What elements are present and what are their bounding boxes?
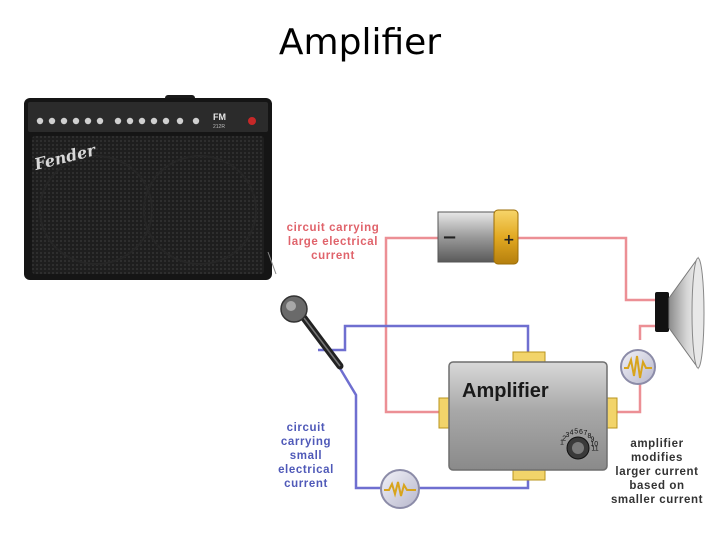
small-current-meter bbox=[380, 469, 420, 509]
svg-text:based on: based on bbox=[629, 480, 684, 492]
dial-number: 4 bbox=[570, 430, 574, 437]
amp-knobs bbox=[36, 117, 200, 125]
dial-number: 6 bbox=[579, 429, 583, 436]
dial-number: 1 bbox=[560, 440, 564, 447]
dial-number: 3 bbox=[566, 432, 570, 439]
amp-power-light bbox=[248, 117, 256, 125]
amplifier-box-label: Amplifier bbox=[462, 380, 549, 402]
dial-number: 10 bbox=[590, 441, 598, 448]
amp-model-sub-label: 212R bbox=[213, 124, 225, 130]
svg-text:amplifier: amplifier bbox=[630, 438, 683, 450]
microphone bbox=[280, 295, 344, 370]
dial-number: 11 bbox=[591, 446, 598, 453]
svg-text:current: current bbox=[311, 250, 355, 262]
guitar-amp-photo: FM 212R Fender bbox=[24, 95, 277, 280]
dial-number: 5 bbox=[574, 429, 578, 436]
amp-grill-cloth bbox=[32, 136, 264, 274]
svg-text:smaller current: smaller current bbox=[611, 494, 703, 506]
amp-control-panel bbox=[28, 102, 268, 132]
amp-model-label: FM bbox=[213, 112, 226, 122]
svg-text:modifies: modifies bbox=[631, 452, 683, 464]
svg-text:circuit: circuit bbox=[287, 422, 326, 434]
svg-text:circuit carrying: circuit carrying bbox=[287, 222, 380, 234]
dial-number: 8 bbox=[587, 433, 591, 440]
small-current-circuit bbox=[318, 324, 530, 490]
svg-text:current: current bbox=[284, 478, 328, 490]
small-current-label: circuit carrying small electrical curren… bbox=[278, 422, 334, 490]
speaker bbox=[655, 256, 705, 370]
svg-text:large electrical: large electrical bbox=[288, 236, 378, 248]
amplifier-note-label: amplifier modifies larger current based … bbox=[611, 438, 703, 506]
svg-text:carrying: carrying bbox=[281, 436, 331, 448]
large-current-label: circuit carrying large electrical curren… bbox=[287, 222, 380, 262]
page-title: Amplifier bbox=[278, 22, 442, 63]
battery-plus-sign: + bbox=[503, 232, 515, 248]
dial-number: 2 bbox=[562, 436, 566, 443]
dial-number: 9 bbox=[590, 437, 594, 444]
svg-text:larger current: larger current bbox=[615, 466, 698, 478]
svg-text:electrical: electrical bbox=[278, 464, 334, 476]
svg-text:small: small bbox=[290, 450, 322, 462]
battery: − + bbox=[437, 209, 519, 265]
battery-minus-sign: − bbox=[442, 227, 457, 248]
large-current-meter bbox=[620, 349, 656, 385]
dial-number: 7 bbox=[584, 430, 588, 437]
